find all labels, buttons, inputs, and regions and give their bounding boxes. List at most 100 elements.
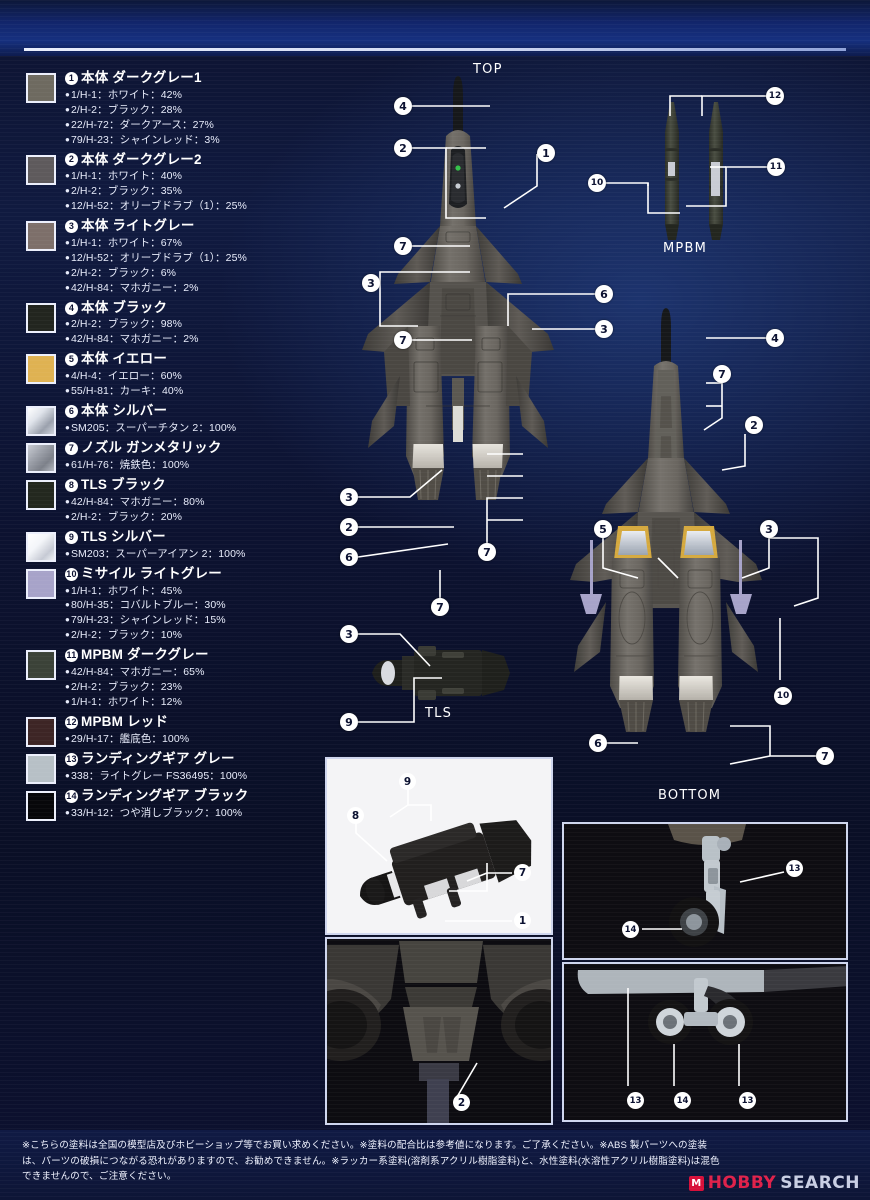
view-label: TLS [425,706,453,721]
color-swatch [26,442,56,473]
color-entry: 2本体 ダークグレー21/H-1：ホワイト：40%2/H-2：ブラック：35%1… [26,152,326,215]
paint-recipe-list: 4/H-4：イエロー：60%55/H-81：カーキ：40% [65,369,326,399]
color-name-text: TLS シルバー [81,528,166,544]
paint-recipe-item: 2/H-2：ブラック：6% [65,266,326,281]
color-entry-body: 3本体 ライトグレー1/H-1：ホワイト：67%12/H-52：オリーブドラブ（… [65,218,326,296]
diagram-callout: 3 [595,320,613,338]
diagram-callout: 10 [588,174,606,192]
paint-recipe-item: 338：ライトグレー FS36495：100% [65,769,326,784]
diagram-callout: 12 [766,87,784,105]
diagram-callout: 11 [767,158,785,176]
main-gear-photo-art [564,964,846,1120]
color-entry: 3本体 ライトグレー1/H-1：ホワイト：67%12/H-52：オリーブドラブ（… [26,218,326,296]
color-name-text: 本体 シルバー [81,402,168,418]
diagram-callout: 7 [394,237,412,255]
color-entry: 5本体 イエロー4/H-4：イエロー：60%55/H-81：カーキ：40% [26,351,326,399]
color-name-text: ノズル ガンメタリック [81,439,222,455]
paint-recipe-item: 1/H-1：ホワイト：67% [65,236,326,251]
paint-recipe-item: 42/H-84：マホガニー：2% [65,332,326,347]
paint-recipe-item: 12/H-52：オリーブドラブ（1）：25% [65,199,326,214]
diagram-callout: 1 [537,144,555,162]
color-index-badge: 8 [65,478,78,492]
paint-recipe-item: 1/H-1：ホワイト：42% [65,88,326,103]
photo-callout: 13 [739,1092,756,1109]
paint-recipe-list: 42/H-84：マホガニー：65%2/H-2：ブラック：23%1/H-1：ホワイ… [65,665,326,710]
paint-recipe-list: 338：ライトグレー FS36495：100% [65,769,326,784]
header-bar [0,0,870,56]
view-label: BOTTOM [658,788,722,803]
diagram-callout: 3 [340,488,358,506]
diagram-callout: 6 [595,285,613,303]
tls-photo-leaders [355,786,512,922]
paint-recipe-item: 61/H-76：焼鉄色：100% [65,458,326,473]
color-entry-body: 4本体 ブラック2/H-2：ブラック：98%42/H-84：マホガニー：2% [65,300,326,348]
color-swatch [26,650,56,681]
paint-recipe-item: 2/H-2：ブラック：10% [65,628,326,643]
color-entry-body: 1本体 ダークグレー11/H-1：ホワイト：42%2/H-2：ブラック：28%2… [65,70,326,148]
color-index-badge: 1 [65,71,78,85]
diagram-callout: 5 [594,520,612,538]
color-swatch [26,753,56,784]
paint-recipe-item: 1/H-1：ホワイト：45% [65,584,326,599]
nozzle-photo-art [327,939,551,1123]
photo-callout: 14 [622,921,639,938]
paint-recipe-list: 61/H-76：焼鉄色：100% [65,458,326,473]
paint-recipe-item: SM205：スーパーチタン 2：100% [65,421,326,436]
photo-callout: 13 [786,860,803,877]
footer-bar: ※こちらの塗料は全国の模型店及びホビーショップ等でお買い求めください。※塗料の配… [0,1130,870,1200]
aircraft-bottom-view [570,308,762,732]
color-swatch [26,531,56,562]
color-index-badge: 7 [65,441,78,455]
color-swatch [26,221,56,252]
tls-part-diagram [372,646,510,700]
color-index-badge: 14 [65,789,78,803]
paint-recipe-list: 1/H-1：ホワイト：42%2/H-2：ブラック：28%22/H-72：ダークア… [65,88,326,148]
paint-recipe-item: 2/H-2：ブラック：35% [65,184,326,199]
footer-disclaimer: ※こちらの塗料は全国の模型店及びホビーショップ等でお買い求めください。※塗料の配… [22,1140,720,1183]
paint-recipe-item: 4/H-4：イエロー：60% [65,369,326,384]
color-swatch [26,568,56,599]
hobby-search-word2: SEARCH [780,1173,860,1193]
nose-gear-photo-art [564,824,846,958]
paint-recipe-item: 2/H-2：ブラック：98% [65,317,326,332]
diagram-callout: 4 [766,329,784,347]
diagram-callout: 3 [362,274,380,292]
diagram-callout: 7 [394,331,412,349]
header-divider [24,48,846,51]
paint-recipe-item: 12/H-52：オリーブドラブ（1）：25% [65,251,326,266]
diagram-callout: 7 [713,365,731,383]
color-swatch [26,154,56,185]
paint-recipe-list: 33/H-12：つや消しブラック：100% [65,806,326,821]
color-swatch [26,73,56,103]
paint-recipe-item: 42/H-84：マホガニー：65% [65,665,326,680]
paint-recipe-item: 80/H-35：コバルトブルー：30% [65,598,326,613]
diagram-callout: 3 [340,625,358,643]
diagram-callout: 2 [394,139,412,157]
paint-recipe-item: 2/H-2：ブラック：28% [65,103,326,118]
photo-callout: 7 [514,864,531,881]
hobby-search-word1: HOBBY [707,1173,777,1193]
diagram-callout: 3 [760,520,778,538]
diagram-callout: 7 [431,598,449,616]
